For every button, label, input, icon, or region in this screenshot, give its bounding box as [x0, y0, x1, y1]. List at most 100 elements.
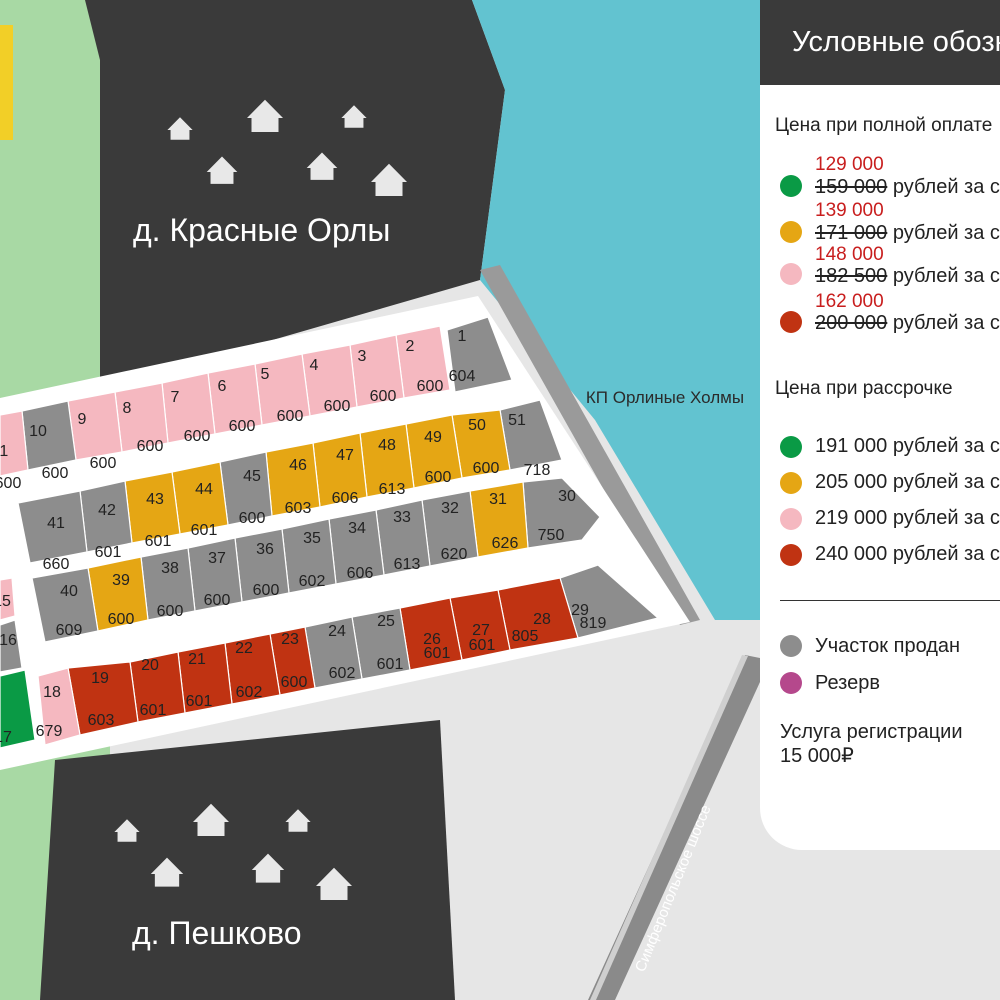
price-unit: рублей за сотку — [892, 176, 1000, 198]
plot-area-label: 602 — [236, 684, 263, 701]
plot-area-label: 600 — [473, 460, 500, 477]
plot-40[interactable] — [31, 567, 99, 643]
plot-area-label: 620 — [441, 546, 468, 563]
plot-area-label: 600 — [253, 582, 280, 599]
plot-area-label: 600 — [108, 611, 135, 628]
plot-number-label: 25 — [377, 613, 395, 630]
plot-area-label: 601 — [469, 637, 496, 654]
plot-number-label: 37 — [208, 550, 226, 567]
plot-number-label: 9 — [78, 411, 87, 428]
plot-41[interactable] — [17, 490, 88, 564]
full-price-old: 171 000 рублей за сотку — [815, 222, 1000, 245]
plot-number-label: 39 — [112, 572, 130, 589]
plot-number-label: 43 — [146, 491, 164, 508]
plot-number-label: 48 — [378, 437, 396, 454]
highway-edge — [590, 655, 748, 1000]
plot-area-label: 600 — [90, 455, 117, 472]
installment-price: 205 000 рублей за сотку — [815, 471, 1000, 493]
full-price-old: 200 000 рублей за сотку — [815, 312, 1000, 335]
plot-area-label: 600 — [229, 418, 256, 435]
plot-number-label: 44 — [195, 481, 213, 498]
plot-number-label: 19 — [91, 670, 109, 687]
service-label: Услуга регистрации — [780, 721, 963, 743]
plot-number-label: 31 — [489, 491, 507, 508]
plot-number-label: 27 — [472, 622, 490, 639]
plot-number-label: 35 — [303, 530, 321, 547]
plot-area-label: 601 — [186, 693, 213, 710]
full-price-new: 162 000 — [815, 291, 884, 312]
plot-area-label: 600 — [425, 469, 452, 486]
old-price-value: 159 000 — [815, 176, 888, 198]
plot-area-label: 600 — [417, 378, 444, 395]
pink-dot-icon — [780, 263, 802, 285]
plot-number-label: 47 — [336, 447, 354, 464]
plot-area-label: 606 — [347, 565, 374, 582]
plot-area-label: 805 — [512, 628, 539, 645]
orange-dot-icon — [780, 472, 802, 494]
plot-area-label: 609 — [56, 622, 83, 639]
kp-label: КП Орлиные Холмы — [585, 388, 745, 407]
plot-number-label: 40 — [60, 583, 78, 600]
red-dot-icon — [780, 544, 802, 566]
plot-area-label: 679 — [36, 723, 63, 740]
plot-number-label: 24 — [328, 623, 346, 640]
house-icon — [167, 117, 193, 140]
green-dot-icon — [780, 436, 802, 458]
plot-number-label: 11 — [0, 443, 8, 460]
village-label-bottom: д. Пешково — [132, 915, 302, 951]
green-dot-icon — [780, 175, 802, 197]
pink-dot-icon — [780, 508, 802, 530]
plot-number-label: 20 — [141, 657, 159, 674]
service-price: 15 000₽ — [780, 745, 854, 767]
plot-number-label: 15 — [0, 593, 11, 610]
plot-number-label: 34 — [348, 520, 366, 537]
plot-9[interactable] — [67, 391, 123, 461]
plots-layer: 1604260036004600560066007600860096001060… — [0, 316, 660, 749]
plot-1[interactable] — [446, 316, 513, 393]
plot-area-label: 600 — [370, 388, 397, 405]
house-icon — [306, 152, 338, 180]
plot-area-label: 626 — [492, 535, 519, 552]
plot-area-label: 613 — [394, 556, 421, 573]
legend-title: Условные обозначения — [760, 0, 1000, 85]
plot-number-label: 10 — [29, 423, 47, 440]
house-icon — [206, 156, 238, 184]
house-icon — [193, 803, 229, 836]
plot-11[interactable] — [0, 410, 29, 477]
plot-area-label: 750 — [538, 527, 565, 544]
plot-number-label: 33 — [393, 509, 411, 526]
plot-area-label: 718 — [524, 462, 551, 479]
plot-15[interactable] — [0, 577, 16, 621]
plot-number-label: 50 — [468, 417, 486, 434]
status-reserve: Резерв — [815, 672, 880, 694]
plot-18[interactable] — [37, 667, 81, 746]
legend-body: Цена при полной оплате 129 000 159 000 р… — [760, 85, 1000, 850]
plot-area-label: 600 — [157, 603, 184, 620]
plot-17[interactable] — [0, 669, 36, 749]
plot-area-label: 819 — [580, 615, 607, 632]
plot-area-label: 660 — [43, 556, 70, 573]
plot-number-label: 21 — [188, 651, 206, 668]
price-unit: рублей за сотку — [892, 312, 1000, 334]
plot-area-label: 613 — [379, 481, 406, 498]
plot-number-label: 51 — [508, 412, 526, 429]
legend-panel: Условные обозначения Цена при полной опл… — [760, 0, 1000, 850]
plot-16[interactable] — [0, 619, 23, 673]
red-dot-icon — [780, 311, 802, 333]
plot-area-label: 602 — [299, 573, 326, 590]
plot-area-label: 600 — [239, 510, 266, 527]
full-payment-title: Цена при полной оплате — [775, 115, 993, 136]
plot-area-label: 603 — [285, 500, 312, 517]
house-icon — [285, 809, 311, 832]
plot-number-label: 42 — [98, 502, 116, 519]
plot-number-label: 41 — [47, 515, 65, 532]
plot-area-label: 601 — [145, 533, 172, 550]
house-icon — [371, 163, 407, 196]
yellow-marker — [0, 25, 13, 140]
plot-area-label: 600 — [204, 592, 231, 609]
status-sold: Участок продан — [815, 635, 961, 657]
plot-number-label: 3 — [358, 348, 367, 365]
plot-number-label: 29 — [571, 602, 589, 619]
house-icon — [316, 867, 352, 900]
full-price-old: 159 000 рублей за сотку — [815, 176, 1000, 199]
